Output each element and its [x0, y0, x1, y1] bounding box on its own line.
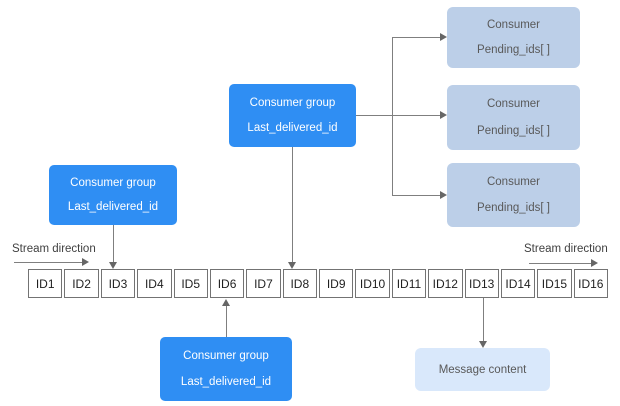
connector-group-to-consumer-2: [356, 115, 440, 116]
connector-group-left-to-id3: [113, 225, 114, 262]
consumer-group-subtitle: Last_delivered_id: [67, 201, 159, 213]
arrow-right-icon: [591, 259, 598, 267]
connector-id13-to-message: [483, 298, 484, 341]
consumer-subtitle: Pending_ids[ ]: [477, 202, 550, 214]
arrow-right-icon: [82, 258, 89, 266]
arrow-down-icon: [288, 262, 296, 269]
message-content-box: Message content: [415, 348, 550, 391]
stream-cell: ID16: [573, 269, 608, 298]
stream-cell: ID3: [100, 269, 136, 298]
consumer-group-subtitle: Last_delivered_id: [180, 376, 272, 388]
consumer-title: Consumer: [486, 176, 541, 188]
stream-direction-arrow-right: [529, 263, 591, 264]
arrow-right-icon: [440, 111, 447, 119]
consumer-group-title: Consumer group: [70, 177, 156, 189]
stream-direction-arrow-left: [14, 262, 82, 263]
message-content-label: Message content: [438, 363, 527, 376]
stream-cell: ID8: [282, 269, 317, 298]
connector-fanout-to-consumer-3: [392, 195, 440, 196]
stream-cell: ID11: [391, 269, 427, 298]
consumer-subtitle: Pending_ids[ ]: [477, 43, 550, 56]
stream-cell: ID12: [428, 269, 463, 298]
consumer-subtitle: Pending_ids[ ]: [477, 124, 550, 137]
stream-cell: ID2: [64, 269, 99, 298]
stream-cell: ID1: [28, 269, 63, 298]
connector-group-bottom-to-id6: [226, 306, 227, 337]
consumer-box-1: Consumer Pending_ids[ ]: [447, 7, 580, 68]
stream-row: ID1 ID2 ID3 ID4 ID5 ID6 ID7 ID8 ID9 ID10…: [28, 269, 608, 298]
stream-cell: ID13: [464, 269, 499, 298]
stream-cell: ID10: [355, 269, 390, 298]
arrow-right-icon: [440, 33, 447, 41]
arrow-up-icon: [222, 299, 230, 306]
consumer-title: Consumer: [486, 98, 541, 111]
connector-group-top-to-id8: [292, 147, 293, 262]
stream-cell: ID4: [137, 269, 172, 298]
consumer-group-box-top: Consumer group Last_delivered_id: [229, 84, 356, 147]
consumer-group-box-bottom: Consumer group Last_delivered_id: [160, 337, 292, 401]
stream-cell: ID7: [246, 269, 281, 298]
stream-cell: ID9: [319, 269, 354, 298]
stream-cell: ID14: [500, 269, 536, 298]
stream-cell: ID5: [173, 269, 208, 298]
connector-fanout-trunk: [392, 37, 393, 195]
stream-cell: ID15: [537, 269, 572, 298]
consumer-group-title: Consumer group: [249, 96, 336, 109]
consumer-box-2: Consumer Pending_ids[ ]: [447, 85, 580, 150]
consumer-group-title: Consumer group: [183, 350, 269, 362]
stream-direction-label-left: Stream direction: [12, 243, 96, 255]
consumer-box-3: Consumer Pending_ids[ ]: [447, 163, 580, 227]
connector-fanout-to-consumer-1: [392, 37, 440, 38]
stream-direction-label-right: Stream direction: [524, 243, 608, 255]
arrow-down-icon: [109, 262, 117, 269]
arrow-down-icon: [479, 341, 487, 348]
consumer-group-subtitle: Last_delivered_id: [247, 122, 338, 135]
consumer-group-box-left: Consumer group Last_delivered_id: [49, 165, 177, 225]
stream-cell: ID6: [209, 269, 245, 298]
consumer-title: Consumer: [486, 19, 541, 32]
arrow-right-icon: [440, 191, 447, 199]
